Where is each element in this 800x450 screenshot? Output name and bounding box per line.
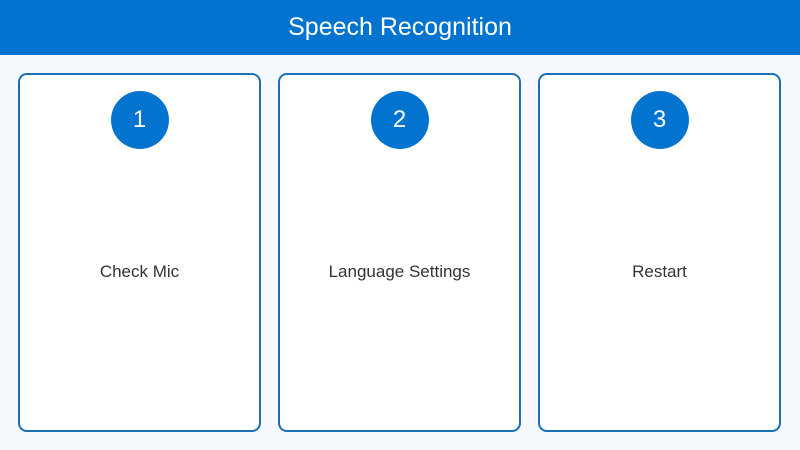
step-card-language-settings[interactable]: 2 Language Settings	[278, 73, 521, 432]
step-label: Language Settings	[328, 262, 471, 281]
step-label: Check Mic	[99, 262, 180, 281]
page-title: Speech Recognition	[288, 13, 512, 41]
step-number-badge: 3	[630, 91, 689, 149]
step-cards: 1 Check Mic 2 Language Settings 3 Restar…	[18, 73, 781, 432]
step-card-restart[interactable]: 3 Restart	[538, 73, 781, 432]
step-number-badge: 1	[110, 91, 169, 149]
step-card-check-mic[interactable]: 1 Check Mic	[18, 73, 261, 432]
header-bar: Speech Recognition	[0, 0, 800, 55]
step-label: Restart	[632, 262, 687, 281]
step-number-badge: 2	[370, 91, 429, 149]
